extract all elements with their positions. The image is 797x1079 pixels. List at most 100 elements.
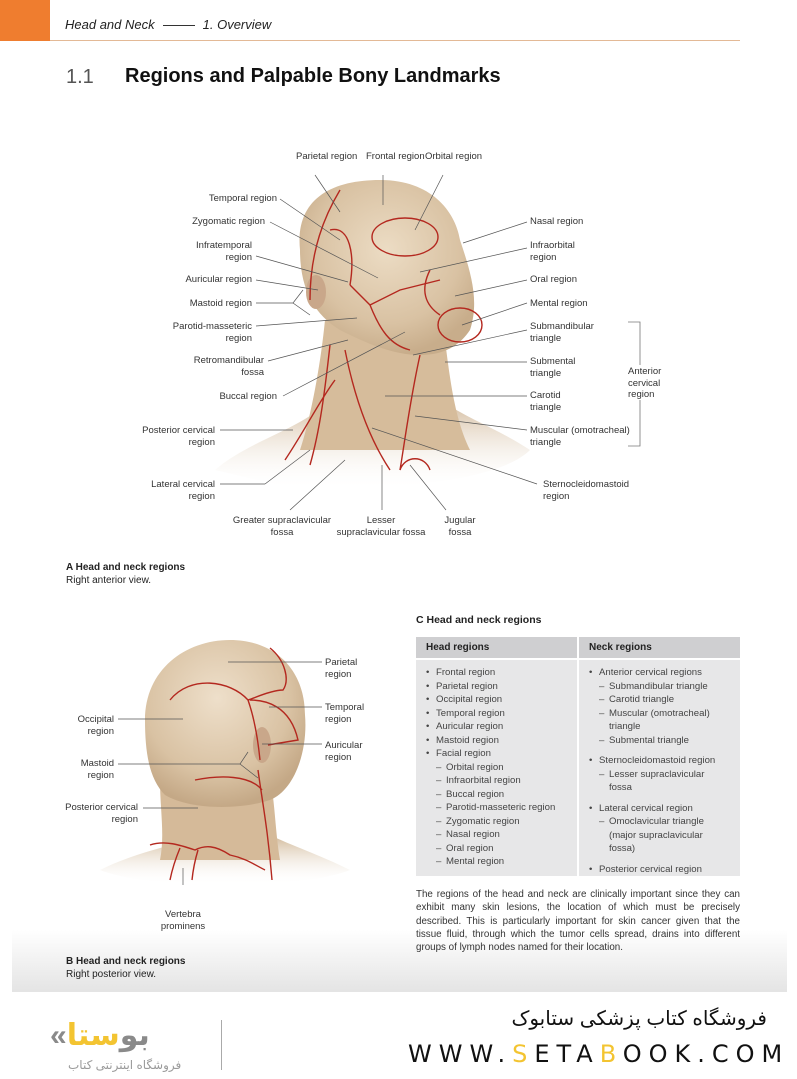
region-list-item: Parotid-masseteric region <box>426 801 567 815</box>
logo-yellow-part: ستا <box>66 1019 121 1052</box>
label-infraorbital-region: Infraorbital region <box>530 240 575 263</box>
region-list-item: Posterior cervical region <box>589 863 730 877</box>
label-muscular-triangle: Muscular (omotracheal) triangle <box>530 425 630 448</box>
region-list-item: Orbital region <box>426 761 567 775</box>
region-list-item: Occipital region <box>426 693 567 707</box>
region-list-item: Lesser supraclavicular fossa <box>589 768 730 795</box>
url-highlight: B <box>599 1040 623 1068</box>
figure-a-caption-title: A Head and neck regions <box>66 562 186 573</box>
label-vertebra-prominens: Vertebra prominens <box>160 909 206 932</box>
region-list-item: Oral region <box>426 842 567 856</box>
book-page: Head and Neck 1. Overview 1.1 Regions and… <box>0 0 797 995</box>
figure-b-caption-sub: Right posterior view. <box>66 969 157 980</box>
label-frontal-region: Frontal region <box>366 151 425 162</box>
region-list-item: Muscular (omotracheal) triangle <box>589 707 730 734</box>
figure-b-caption: B Head and neck regions Right posterior … <box>66 955 185 981</box>
label-b-parietal-region: Parietal region <box>325 657 358 680</box>
label-mental-region: Mental region <box>530 298 588 309</box>
url-part: OOK.COM <box>622 1040 790 1068</box>
region-list-item: Submental triangle <box>589 734 730 748</box>
chapter-tab <box>0 0 50 41</box>
section-name: 1. Overview <box>202 17 272 32</box>
region-list-item: Anterior cervical regions <box>589 666 730 680</box>
region-list-item: Zygomatic region <box>426 815 567 829</box>
region-list-item: Mastoid region <box>426 734 567 748</box>
head-regions-column: Head regions Frontal regionParietal regi… <box>416 637 577 876</box>
region-list-item: Lateral cervical region <box>589 802 730 816</box>
logo-subtitle: فروشگاه اینترنتی کتاب <box>68 1058 182 1072</box>
figure-a-caption-sub: Right anterior view. <box>66 575 152 586</box>
region-list-item: Parietal region <box>426 680 567 694</box>
label-orbital-region: Orbital region <box>425 151 483 162</box>
label-parietal-region: Parietal region <box>296 151 358 162</box>
label-auricular-region: Auricular region <box>185 274 252 285</box>
neck-regions-column: Neck regions Anterior cervical regionsSu… <box>579 637 740 876</box>
page-shadow <box>12 930 787 992</box>
label-jugular-fossa: Jugular fossa <box>444 515 476 538</box>
url-part: ETA <box>534 1040 600 1068</box>
label-zygomatic-region: Zygomatic region <box>192 216 265 227</box>
footer-banner <box>0 995 797 1079</box>
header-dash <box>162 25 195 27</box>
region-list-item: Carotid triangle <box>589 693 730 707</box>
region-list-item: Temporal region <box>426 707 567 721</box>
logo-gray-part: «بو <box>50 1019 151 1052</box>
label-b-occipital-region: Occipital region <box>77 714 114 737</box>
website-url[interactable]: WWW.SETABOOK.COM <box>408 1040 789 1068</box>
label-b-posterior-cervical-region: Posterior cervical region <box>65 802 138 825</box>
neck-regions-cell: Anterior cervical regionsSubmandibular t… <box>579 660 740 876</box>
body-paragraph: The regions of the head and neck are cli… <box>416 889 740 954</box>
store-title: فروشگاه کتاب پزشکی ستابوک <box>511 1008 767 1030</box>
header-rule <box>50 40 740 41</box>
regions-table: Head regions Frontal regionParietal regi… <box>416 637 740 876</box>
logo-separator <box>221 1020 222 1070</box>
region-list-item: Frontal region <box>426 666 567 680</box>
region-list-item: Buccal region <box>426 788 567 802</box>
label-mastoid-region: Mastoid region <box>189 298 252 309</box>
label-b-mastoid-region: Mastoid region <box>80 758 114 781</box>
figure-a-caption: A Head and neck regions Right anterior v… <box>66 561 185 587</box>
label-b-auricular-region: Auricular region <box>325 740 363 763</box>
label-submental-triangle: Submental triangle <box>530 356 576 379</box>
figure-b-illustration <box>100 640 350 885</box>
neck-regions-list: Anterior cervical regionsSubmandibular t… <box>589 666 730 876</box>
running-header: Head and Neck 1. Overview <box>65 17 271 32</box>
region-list-item: Mental region <box>426 855 567 869</box>
label-carotid-triangle: Carotid triangle <box>530 390 562 413</box>
region-list-item: Auricular region <box>426 720 567 734</box>
label-retromandibular-fossa: Retromandibular fossa <box>193 355 264 378</box>
figure-b-caption-title: B Head and neck regions <box>66 956 186 967</box>
label-nasal-region: Nasal region <box>530 216 584 227</box>
label-parotid-masseteric-region: Parotid-masseteric region <box>172 321 252 344</box>
figure-a-illustration <box>215 174 641 511</box>
region-list-item: Infraorbital region <box>426 774 567 788</box>
neck-regions-header: Neck regions <box>579 637 740 658</box>
label-oral-region: Oral region <box>530 274 577 285</box>
label-anterior-cervical-region: Anterior cervical region <box>628 366 662 400</box>
label-infratemporal-region: Infratemporal region <box>196 240 252 263</box>
region-list-item: Submandibular triangle <box>589 680 730 694</box>
region-list-item: Facial region <box>426 747 567 761</box>
head-regions-header: Head regions <box>416 637 577 658</box>
url-highlight: S <box>512 1040 535 1068</box>
section-title: Regions and Palpable Bony Landmarks <box>125 65 501 87</box>
section-number: 1.1 <box>66 66 94 88</box>
label-greater-supraclavicular-fossa: Greater supraclavicular fossa <box>232 515 332 538</box>
chapter-name: Head and Neck <box>65 17 155 32</box>
label-buccal-region: Buccal region <box>219 391 277 402</box>
label-lesser-supraclavicular-fossa: Lesser supraclavicular fossa <box>336 515 426 538</box>
label-lateral-cervical-region: Lateral cervical region <box>151 479 215 502</box>
region-list-item: Sternocleidomastoid region <box>589 754 730 768</box>
table-c-title: C Head and neck regions <box>416 614 542 626</box>
region-list-item: Omoclavicular triangle (major supraclavi… <box>589 815 730 856</box>
setabook-logo-text: «بوستا <box>50 1018 151 1053</box>
label-submandibular-triangle: Submandibular triangle <box>530 321 594 344</box>
label-sternocleidomastoid-region: Sternocleidomastoid region <box>543 479 630 502</box>
label-b-temporal-region: Temporal region <box>325 702 365 725</box>
label-temporal-region: Temporal region <box>208 193 277 204</box>
label-posterior-cervical-region: Posterior cervical region <box>142 425 215 448</box>
region-list-item: Nasal region <box>426 828 567 842</box>
url-part: WWW. <box>408 1040 513 1068</box>
